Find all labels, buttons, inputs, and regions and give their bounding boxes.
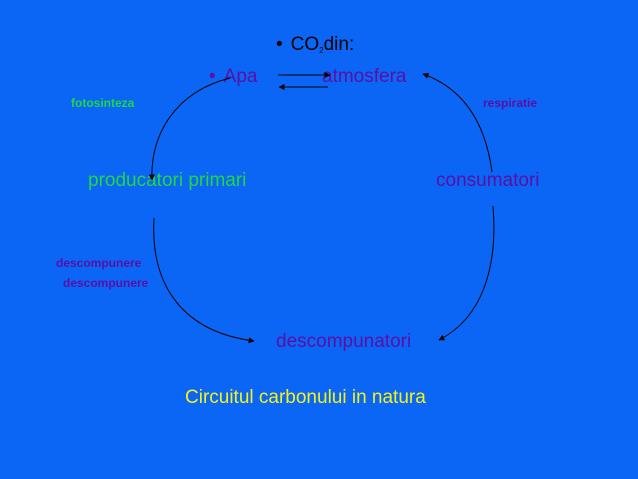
descompunere-label-1: descompunere [56, 256, 142, 270]
caption: Circuitul carbonului in natura [185, 387, 426, 408]
atmosfera-label: atmosfera [322, 66, 407, 87]
arrow-fotosinteza [148, 77, 231, 181]
bullet-icon: • [276, 34, 283, 55]
arrow-respiratie [422, 73, 493, 173]
descompunatori-label: descompunatori [276, 331, 412, 352]
bullet-icon: • [209, 66, 216, 87]
co2-heading: • CO2din: [276, 35, 354, 55]
fotosinteza-label: fotosinteza [71, 96, 135, 110]
arrow-consumatori-to-descompunatori [438, 205, 495, 341]
descompunere-label-2: descompunere [63, 276, 149, 290]
co2-prefix: CO [290, 34, 320, 55]
apa-label: Apa [223, 66, 258, 87]
arrow-descompunere [153, 217, 255, 344]
apa-item: • Apa [209, 67, 257, 86]
consumatori-label: consumatori [436, 170, 540, 191]
co2-suffix: din: [323, 34, 355, 55]
producatori-label: producatori primari [88, 170, 247, 191]
respiratie-label: respiratie [483, 96, 538, 110]
co2-subscript: 2 [319, 46, 324, 55]
